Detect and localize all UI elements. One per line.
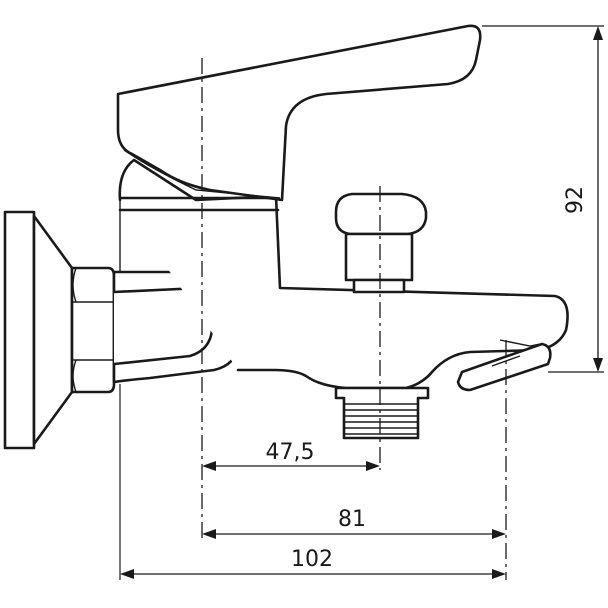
dimension-81: 81 [202,507,506,539]
dimension-102: 102 [120,547,506,579]
lever-handle [116,24,482,202]
hex-nut [70,266,116,394]
wall-flange [3,210,74,450]
dimension-label-102: 102 [291,547,333,572]
dimension-47-5: 47,5 [202,440,380,471]
diverter-knob [334,192,428,294]
dimension-label-92: 92 [563,186,588,214]
threaded-outlet [334,386,430,440]
mixer-body [112,158,569,390]
dimension-label-81: 81 [338,507,366,532]
dimension-92: 92 [563,26,603,372]
dimension-label-47-5: 47,5 [266,440,315,465]
